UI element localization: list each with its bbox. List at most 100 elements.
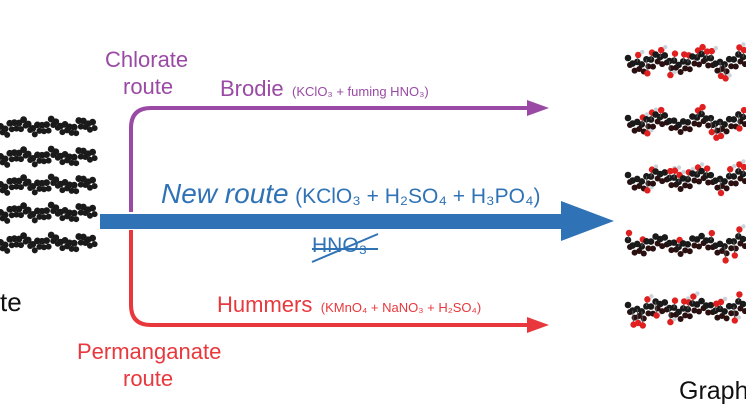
carbon-atom: [698, 232, 705, 240]
carbon-atom: [70, 153, 78, 161]
carbon-atom: [739, 113, 746, 121]
carbon-atom: [659, 308, 666, 315]
brodie-reagents: (KClO₃ + fuming HNO₃): [292, 84, 429, 99]
carbon-atom: [73, 216, 80, 223]
carbon-atom: [728, 63, 735, 70]
oxygen-atom: [708, 47, 715, 55]
carbon-atom: [52, 234, 60, 242]
carbon-atom: [89, 234, 96, 242]
carbon-atom: [650, 180, 656, 187]
carbon-atom: [647, 303, 655, 310]
carbon-atom: [52, 118, 60, 126]
oxygen-atom: [717, 189, 725, 197]
carbon-atom: [650, 245, 656, 252]
carbon-atom: [624, 54, 632, 62]
carbon-atom: [684, 305, 692, 313]
carbon-atom: [696, 308, 702, 315]
oxygen-atom: [644, 187, 651, 194]
carbon-atom: [698, 297, 705, 305]
carbon-atom: [70, 123, 78, 131]
carbon-atom: [714, 184, 721, 191]
graphite-layer: [0, 231, 98, 254]
hydrogen-atom: [640, 49, 645, 55]
graphite-oxide-layer: [624, 103, 746, 141]
carbon-atom: [728, 123, 735, 130]
graphite-oxide-stack-icon: [624, 42, 746, 329]
carbon-atom: [742, 121, 746, 128]
carbon-atom: [686, 313, 693, 320]
carbon-atom: [45, 213, 52, 220]
oxygen-atom: [727, 166, 734, 173]
hydrogen-atom: [741, 159, 746, 164]
carbon-atom: [41, 186, 47, 193]
graphite-layer: [0, 115, 98, 138]
carbon-atom: [686, 126, 693, 133]
oxygen-atom: [736, 226, 743, 233]
oxygen-atom: [644, 296, 651, 303]
carbon-atom: [714, 67, 721, 74]
carbon-atom: [36, 213, 43, 220]
carbon-atom: [31, 161, 38, 168]
carbon-atom: [41, 214, 47, 221]
hydrogen-atom: [676, 165, 682, 170]
carbon-atom: [20, 232, 27, 240]
carbon-atom: [70, 209, 78, 217]
hydrogen-atom: [644, 112, 649, 117]
carbon-atom: [696, 243, 702, 250]
carbon-atom: [624, 114, 632, 122]
hydrogen-atom: [672, 69, 677, 75]
oxygen-atom: [704, 165, 711, 172]
carbon-atom: [41, 128, 47, 135]
carbon-atom: [693, 301, 701, 308]
graphite-layer: [0, 201, 98, 224]
carbon-atom: [68, 129, 75, 136]
carbon-atom: [18, 184, 24, 191]
carbon-atom: [691, 307, 698, 314]
carbon-atom: [52, 176, 60, 184]
carbon-atom: [624, 301, 632, 309]
hydrogen-atom: [663, 44, 668, 50]
carbon-atom: [31, 131, 38, 138]
carbon-atom: [45, 185, 52, 192]
carbon-atom: [41, 158, 47, 165]
oxygen-atom: [699, 103, 706, 111]
carbon-atom: [24, 120, 32, 128]
carbon-atom: [43, 121, 50, 129]
carbon-atom: [668, 247, 675, 254]
carbon-atom: [640, 250, 647, 257]
carbon-atom: [661, 299, 669, 306]
carbon-atom: [647, 238, 655, 245]
carbon-atom: [742, 243, 746, 250]
carbon-atom: [77, 239, 84, 246]
carbon-atom: [89, 148, 96, 156]
carbon-atom: [87, 156, 93, 163]
carbon-atom: [45, 157, 52, 164]
oxygen-atom: [639, 322, 646, 329]
oxygen-atom: [740, 46, 746, 54]
carbon-atom: [70, 181, 78, 189]
graphite-oxide-layer: [624, 42, 746, 82]
carbon-atom: [659, 121, 666, 128]
carbon-atom: [4, 247, 11, 254]
carbon-atom: [1, 183, 9, 191]
carbon-atom: [682, 182, 689, 189]
oxygen-atom: [740, 163, 746, 171]
oxygen-atom: [667, 167, 674, 175]
carbon-atom: [705, 62, 712, 69]
carbon-atom: [91, 241, 98, 248]
carbon-atom: [631, 184, 638, 191]
oxygen-atom: [699, 43, 706, 51]
oxygen-atom: [644, 70, 651, 77]
carbon-atom: [631, 249, 638, 256]
carbon-atom: [677, 68, 684, 75]
carbon-atom: [661, 234, 669, 241]
carbon-atom: [675, 61, 682, 69]
excluded-reagent: HNO₃: [312, 234, 368, 257]
carbon-atom: [68, 187, 75, 194]
new-route-reagents: (KClO₃ + H₂SO₄ + H₃PO₄): [295, 185, 541, 208]
carbon-atom: [691, 120, 698, 127]
carbon-atom: [70, 239, 78, 247]
oxygen-atom: [667, 318, 674, 326]
carbon-atom: [682, 65, 689, 72]
carbon-atom: [670, 117, 678, 124]
